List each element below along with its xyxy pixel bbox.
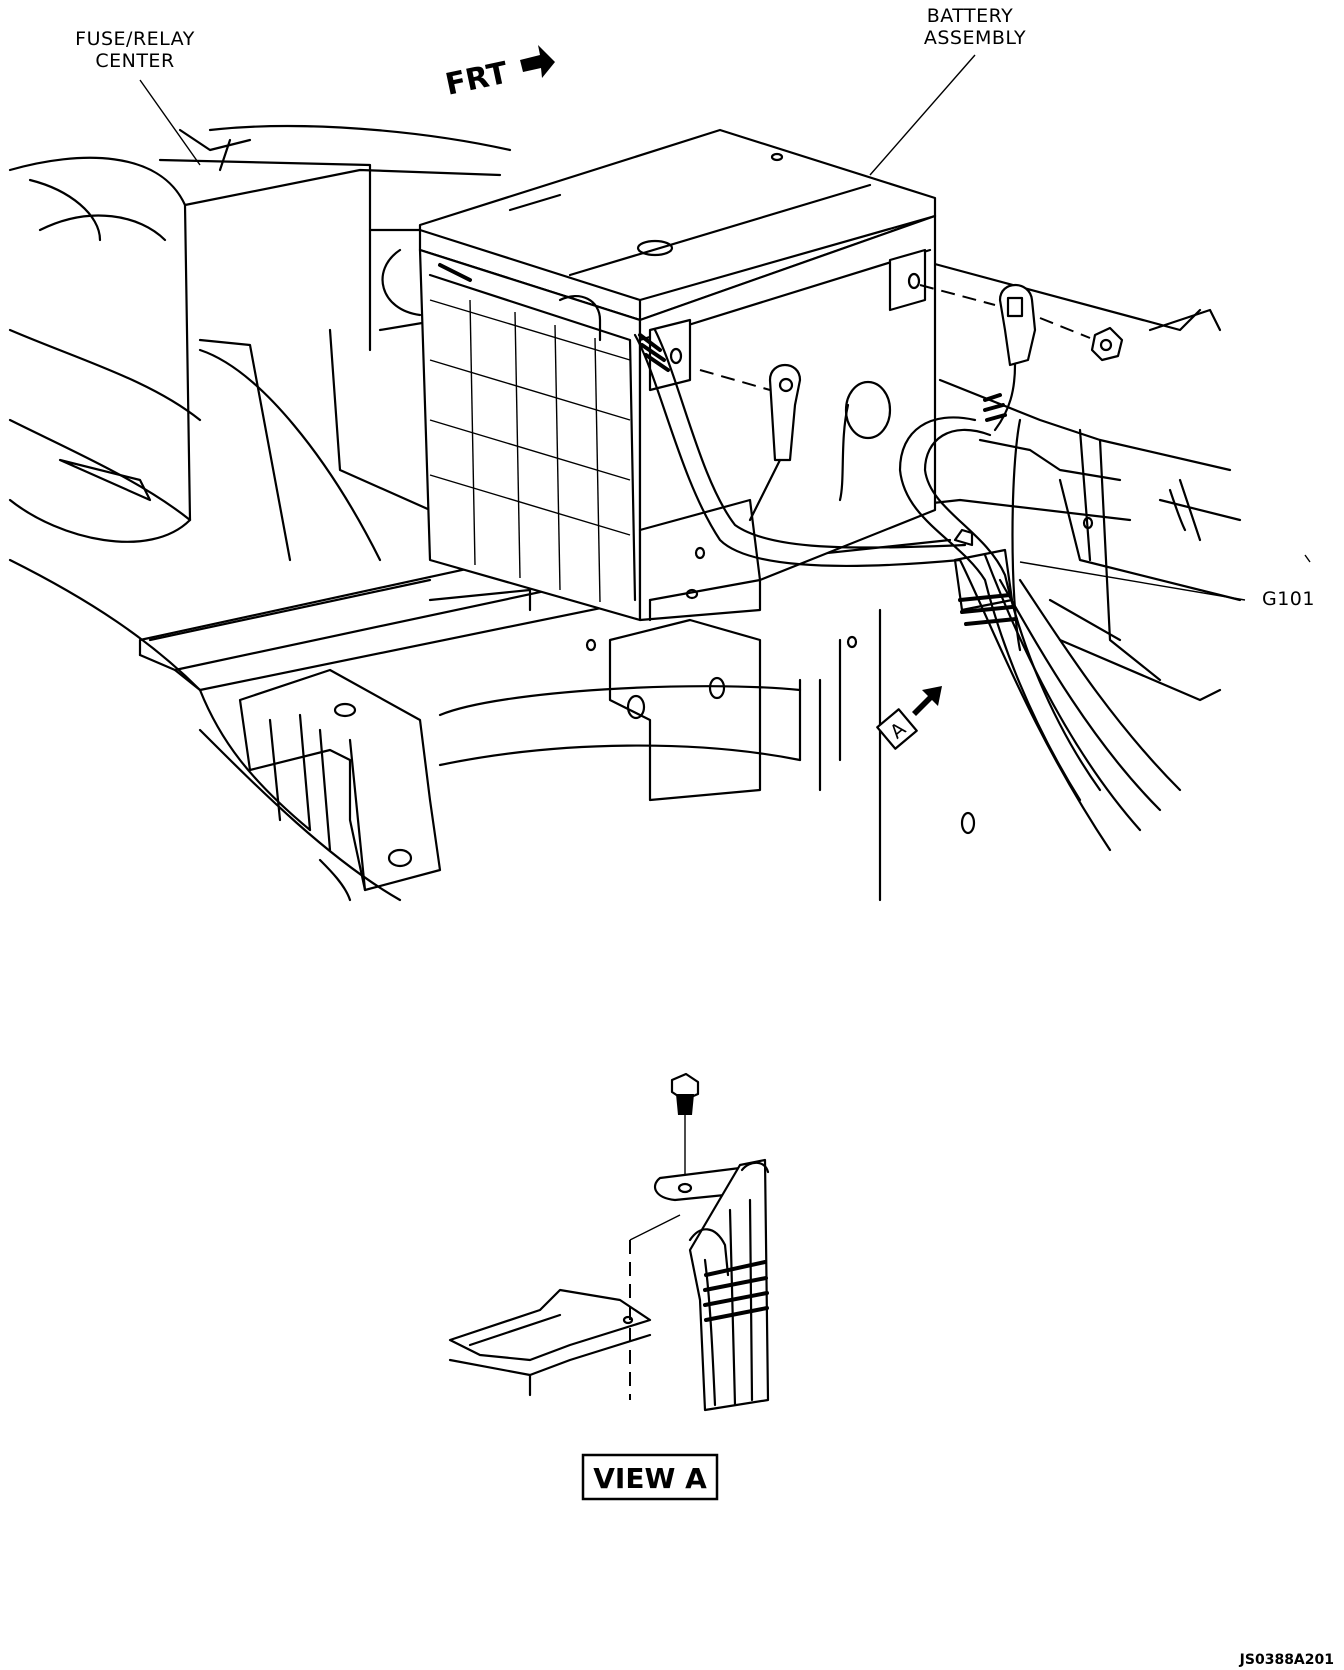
arrow-right-icon	[520, 45, 555, 78]
frame-rail	[918, 258, 1242, 702]
ground-label: G101	[1262, 588, 1315, 610]
view-a-title: VIEW A	[593, 1462, 707, 1495]
front-label: FRT	[442, 55, 511, 102]
leader-lines	[139, 54, 1311, 601]
front-indicator: FRT	[442, 45, 555, 103]
fuse-relay-label-line1: FUSE/RELAY	[75, 28, 195, 50]
arrow-up-right-icon	[912, 686, 942, 716]
battery-label-line2: ASSEMBLY	[924, 27, 1026, 49]
fender-structure	[8, 124, 512, 692]
fuse-relay-label-line2: CENTER	[95, 50, 174, 72]
view-a-title-box: VIEW A	[581, 1453, 719, 1501]
battery-label-line1: BATTERY	[927, 5, 1014, 27]
view-a-marker: A	[876, 686, 942, 750]
battery-cables	[633, 284, 1182, 852]
bolt-icon	[670, 1072, 700, 1102]
view-a-detail	[448, 1072, 770, 1412]
drawing-code: JS0388A201	[1239, 1652, 1334, 1668]
